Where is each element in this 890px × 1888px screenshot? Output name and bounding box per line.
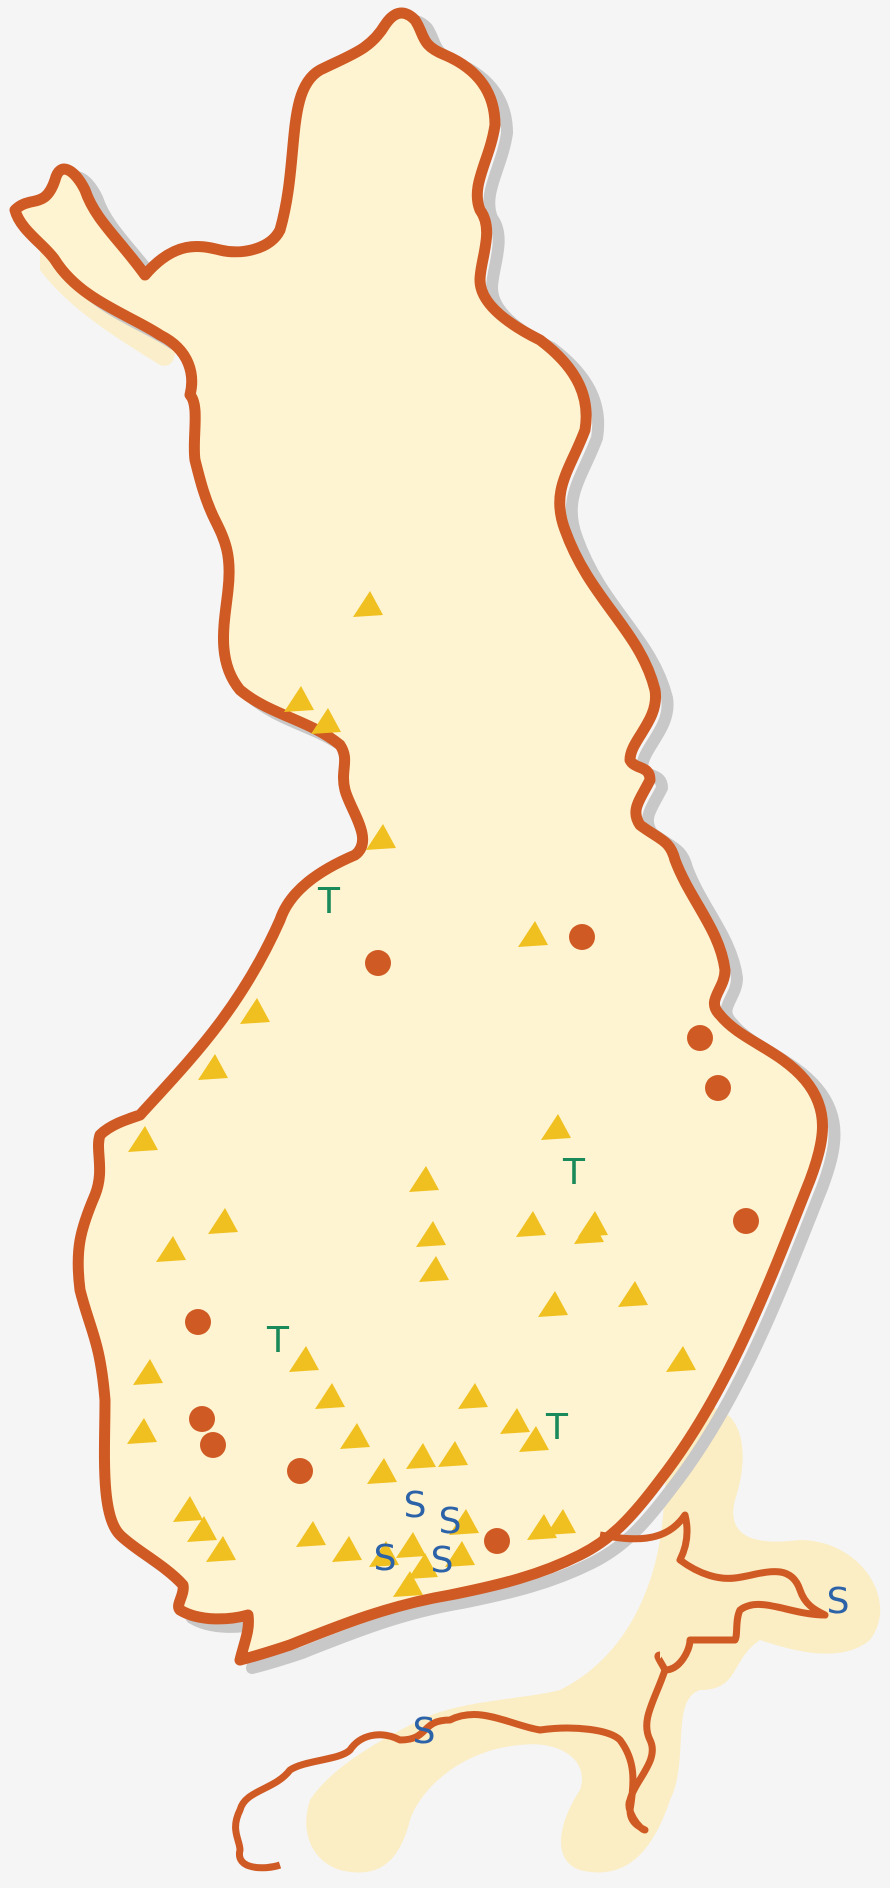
triangle-marker <box>296 1521 326 1547</box>
triangle-marker <box>518 921 548 947</box>
triangle-marker <box>396 1532 426 1558</box>
triangle-marker <box>332 1536 362 1562</box>
triangle-marker <box>458 1383 488 1409</box>
triangle-marker <box>187 1516 217 1542</box>
south-islands-border <box>232 1668 669 1872</box>
triangle-marker <box>516 1211 546 1237</box>
circle-marker <box>733 1208 759 1234</box>
triangle-marker <box>127 1418 157 1444</box>
triangle-marker <box>206 1536 236 1562</box>
triangle-marker <box>133 1359 163 1385</box>
t-label: T <box>562 1152 586 1193</box>
triangle-marker <box>367 1458 397 1484</box>
triangle-marker <box>438 1441 468 1467</box>
circle-marker <box>287 1458 313 1484</box>
mainland <box>15 13 823 1660</box>
t-label: T <box>266 1320 290 1361</box>
circle-marker <box>185 1309 211 1335</box>
s-label: S <box>439 1501 462 1542</box>
s-label: S <box>431 1540 454 1581</box>
triangle-marker <box>284 686 314 712</box>
triangle-marker <box>156 1236 186 1262</box>
t-label: T <box>317 881 341 922</box>
triangle-marker <box>546 1509 576 1535</box>
circle-marker <box>705 1075 731 1101</box>
triangle-marker <box>315 1383 345 1409</box>
triangle-marker <box>618 1281 648 1307</box>
t-label: T <box>545 1407 569 1448</box>
triangle-marker <box>393 1571 423 1597</box>
circle-marker <box>687 1025 713 1051</box>
triangle-marker <box>198 1054 228 1080</box>
triangle-marker <box>128 1126 158 1152</box>
triangle-marker <box>173 1496 203 1522</box>
triangle-marker <box>445 1541 475 1567</box>
triangle-marker <box>369 1541 399 1567</box>
triangle-marker <box>541 1114 571 1140</box>
circle-marker <box>365 950 391 976</box>
triangle-marker <box>240 998 270 1024</box>
triangle-marker <box>666 1346 696 1372</box>
land-halo <box>306 1407 881 1873</box>
triangle-marker <box>449 1509 479 1535</box>
circle-marker <box>189 1406 215 1432</box>
mainland-border <box>9 7 828 1666</box>
triangle-marker <box>408 1553 438 1579</box>
s-label: S <box>404 1485 427 1526</box>
s-label: S <box>413 1711 436 1752</box>
triangle-marker <box>419 1256 449 1282</box>
circle-markers <box>185 924 759 1554</box>
triangle-marker <box>353 591 383 617</box>
circle-marker <box>484 1528 510 1554</box>
triangle-marker <box>538 1291 568 1317</box>
circle-marker <box>200 1432 226 1458</box>
triangle-marker <box>409 1166 439 1192</box>
s-label: S <box>374 1538 397 1579</box>
triangle-marker <box>500 1408 530 1434</box>
triangle-marker <box>340 1423 370 1449</box>
triangle-marker <box>574 1218 604 1244</box>
triangle-marker <box>366 824 396 850</box>
triangle-marker <box>406 1443 436 1469</box>
circle-marker <box>569 924 595 950</box>
triangle-marker <box>311 708 341 734</box>
triangle-markers <box>127 591 696 1597</box>
triangle-marker <box>208 1208 238 1234</box>
triangle-marker <box>416 1221 446 1247</box>
triangle-marker <box>289 1346 319 1372</box>
south-coast-border <box>599 1511 829 1674</box>
s-label: S <box>827 1581 850 1622</box>
triangle-marker <box>519 1426 549 1452</box>
